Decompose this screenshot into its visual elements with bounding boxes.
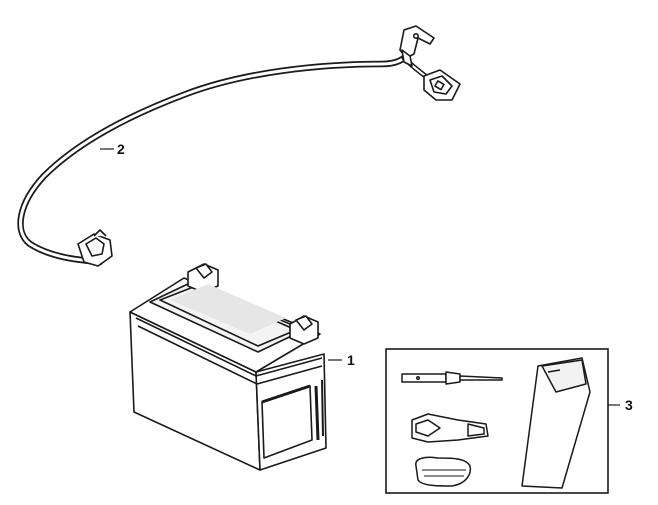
cable-top-terminal [399,25,435,67]
tool-kit [385,348,609,494]
callout-2: 2 [117,141,125,157]
screwdriver-icon [401,371,503,385]
battery-cable [17,48,431,266]
battery [129,263,327,471]
fuse-pack-icon [415,456,472,487]
wrench-icon [411,413,489,443]
tool-bag-icon [521,357,591,489]
callout-1: 1 [347,352,355,368]
cable-connector [423,69,461,101]
callout-3: 3 [625,397,633,413]
cable-bottom-terminal [77,229,113,267]
callout-leaders [100,148,620,406]
